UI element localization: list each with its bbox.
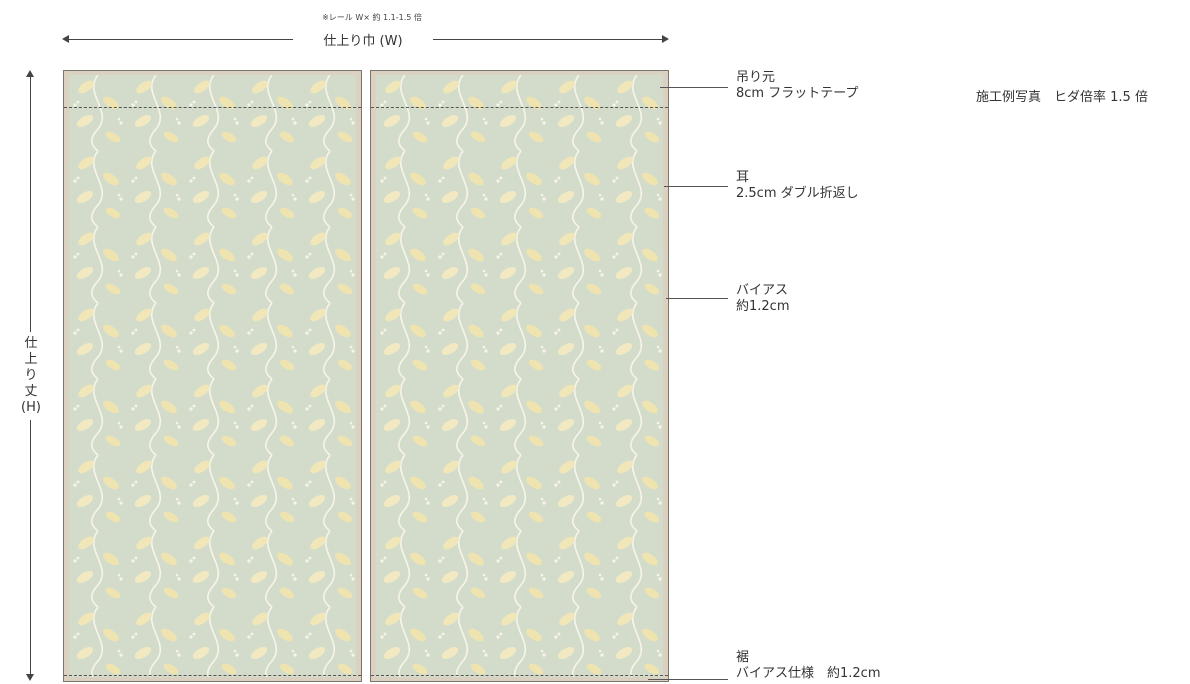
- callout-bias: バイアス 約1.2cm: [736, 283, 790, 315]
- leaf-pattern-icon: [376, 75, 663, 677]
- width-note: ※レール W× 約 1.1-1.5 倍: [322, 13, 422, 22]
- fabric-pattern: [69, 75, 356, 677]
- curtain-panel-right: [370, 70, 669, 682]
- leader-line-side-hem: [664, 186, 728, 187]
- height-label: 仕 上 り 丈 (H): [14, 332, 48, 420]
- leader-line-bias: [666, 298, 728, 299]
- callout-heading-detail: 8cm フラットテープ: [736, 86, 859, 101]
- callout-side-hem-detail: 2.5cm ダブル折返し: [736, 186, 859, 201]
- photo-note: 施工例写真 ヒダ倍率 1.5 倍: [976, 90, 1148, 105]
- curtain-panel-left: [63, 70, 362, 682]
- heading-stitch-line: [371, 107, 668, 108]
- callout-bias-detail: 約1.2cm: [736, 299, 790, 314]
- arrow-left-icon: [62, 35, 69, 43]
- arrow-up-icon: [26, 70, 34, 77]
- fabric-pattern: [376, 75, 663, 677]
- arrow-right-icon: [662, 35, 669, 43]
- heading-stitch-line: [64, 107, 361, 108]
- leaf-pattern-icon: [69, 75, 356, 677]
- arrow-down-icon: [26, 674, 34, 681]
- callout-side-hem-title: 耳: [736, 170, 750, 185]
- leader-line-bottom-hem: [648, 679, 728, 680]
- hem-stitch-line: [371, 675, 668, 676]
- callout-bottom-hem: 裾 バイアス仕様 約1.2cm: [736, 650, 881, 682]
- width-label: 仕上り巾 (W): [293, 30, 433, 49]
- callout-heading: 吊り元 8cm フラットテープ: [736, 70, 858, 102]
- callout-bias-title: バイアス: [736, 283, 789, 298]
- leader-line-heading: [660, 87, 728, 88]
- callout-side-hem: 耳 2.5cm ダブル折返し: [736, 170, 859, 202]
- callout-bottom-hem-detail: バイアス仕様 約1.2cm: [736, 666, 881, 681]
- hem-stitch-line: [64, 675, 361, 676]
- callout-bottom-hem-title: 裾: [736, 650, 750, 665]
- callout-heading-title: 吊り元: [736, 70, 776, 85]
